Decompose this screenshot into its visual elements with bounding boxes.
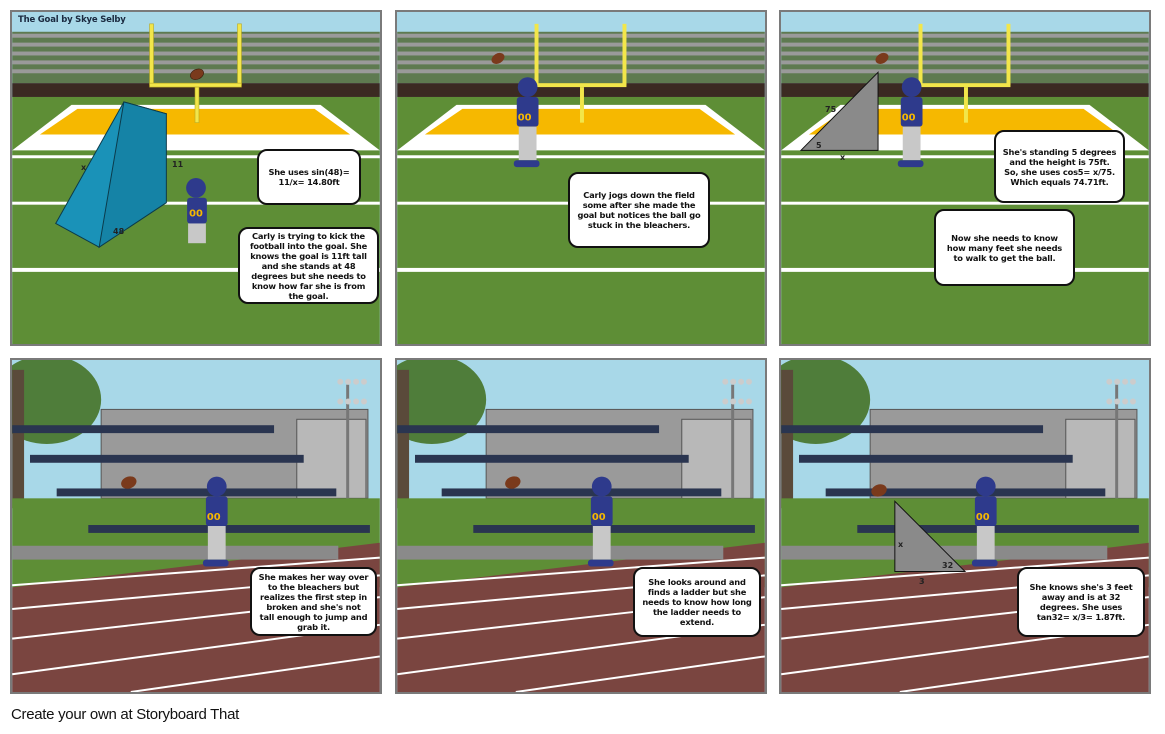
- storyboard-title: The Goal by Skye Selby: [18, 15, 126, 25]
- triangle-label-height: 11: [172, 160, 184, 169]
- svg-text:00: 00: [902, 113, 916, 124]
- triangle-label-angle: 48: [113, 227, 125, 236]
- light-pole-icon: [337, 378, 367, 514]
- speech-bubble: She looks around and finds a ladder but …: [633, 567, 761, 637]
- player-figure: 00: [587, 476, 614, 567]
- goalpost-icon: [918, 23, 1011, 123]
- player-figure: 00: [971, 476, 998, 567]
- player-figure: 00: [897, 77, 924, 168]
- bleachers-track-scene: 00: [397, 360, 765, 692]
- player-figure: 00: [186, 178, 207, 244]
- tree-icon: [12, 360, 102, 509]
- svg-text:00: 00: [518, 113, 532, 124]
- speech-bubble: She knows she's 3 feet away and is at 32…: [1017, 567, 1145, 637]
- player-figure: 00: [513, 77, 540, 168]
- light-pole-icon: [1106, 378, 1136, 514]
- triangle-label-base: 3: [919, 577, 925, 586]
- light-pole-icon: [722, 378, 752, 514]
- right-triangle: [799, 71, 879, 151]
- speech-bubble: She makes her way over to the bleachers …: [250, 567, 377, 636]
- bleachers: [12, 425, 370, 560]
- football-icon: [491, 52, 505, 64]
- football-field-scene: 00: [781, 12, 1149, 344]
- speech-bubble: Now she needs to know how many feet she …: [934, 209, 1075, 286]
- panel-4: 00 She makes her way over to the bleache…: [10, 358, 382, 694]
- football-field-scene: 00: [12, 12, 380, 344]
- panel-6: 00 x 32 3 She knows she's 3 feet away an…: [779, 358, 1151, 694]
- tree-icon: [397, 360, 487, 509]
- triangle-label-hyp: 75: [825, 105, 837, 114]
- triangle-label-base: x: [840, 153, 846, 162]
- svg-text:00: 00: [207, 512, 221, 523]
- triangle-label-hyp: x: [81, 163, 87, 172]
- goalpost-icon: [534, 23, 627, 123]
- panel-1: 00 The Goal by Skye Selby x 11 48 She us…: [10, 10, 382, 346]
- svg-text:00: 00: [592, 512, 606, 523]
- goalpost-icon: [149, 23, 242, 123]
- football-icon: [505, 476, 521, 489]
- right-triangle: [894, 500, 967, 572]
- panel-2: 00 Carly jogs down the field some after …: [395, 10, 767, 346]
- panel-5: 00 She looks around and finds a ladder b…: [395, 358, 767, 694]
- football-icon: [875, 52, 889, 64]
- triangle-label-angle: 5: [816, 141, 822, 150]
- panel-3: 00 75 5 x She's standing 5 degrees and t…: [779, 10, 1151, 346]
- triangle-label-height: x: [898, 540, 904, 549]
- triangle-label-angle: 32: [942, 561, 954, 570]
- tree-icon: [781, 360, 871, 509]
- speech-bubble: She uses sin(48)= 11/x= 14.80ft: [257, 149, 361, 205]
- wedge-triangle: [55, 101, 168, 249]
- football-icon: [871, 484, 887, 497]
- svg-text:00: 00: [976, 512, 990, 523]
- bleachers-track-scene: 00: [781, 360, 1149, 692]
- svg-text:00: 00: [189, 209, 203, 220]
- player-figure: 00: [202, 476, 229, 567]
- football-icon: [190, 68, 204, 80]
- football-icon: [121, 476, 137, 489]
- stadium-stands: [12, 31, 380, 84]
- speech-bubble: Carly is trying to kick the football int…: [238, 227, 379, 304]
- storyboard-that-link[interactable]: Create your own at Storyboard That: [11, 706, 239, 723]
- speech-bubble: She's standing 5 degrees and the height …: [994, 130, 1125, 203]
- bleachers-track-scene: 00: [12, 360, 380, 692]
- bleachers: [397, 425, 755, 560]
- speech-bubble: Carly jogs down the field some after she…: [568, 172, 710, 248]
